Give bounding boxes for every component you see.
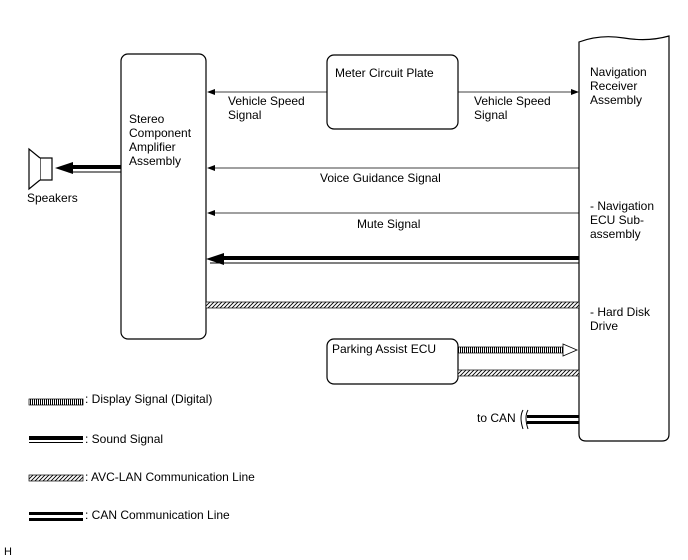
hard-disk-drive-label: - Hard Disk Drive (590, 305, 651, 333)
voice-guidance-arrow (207, 165, 215, 171)
speakers-label: Speakers (27, 191, 78, 205)
sound-signal-line (220, 256, 579, 260)
speed-signal-arrow-left (207, 89, 215, 95)
footer-code: H (4, 546, 12, 558)
speaker-sound-line (70, 165, 121, 169)
voice-guidance-label: Voice Guidance Signal (320, 171, 441, 185)
speaker-icon (28, 147, 53, 191)
legend-avc-symbol (28, 474, 84, 482)
legend-display-symbol (28, 398, 84, 406)
speed-signal-arrow-right (571, 89, 579, 95)
navigation-receiver-label: Navigation Receiver Assembly (590, 65, 647, 107)
can-line-lower (527, 421, 579, 424)
can-break-mark (520, 409, 529, 430)
speed-signal-label-right: Vehicle Speed Signal (474, 94, 551, 122)
speed-signal-label-left: Vehicle Speed Signal (228, 94, 305, 122)
parking-assist-ecu-box (326, 338, 459, 385)
navigation-ecu-label: - Navigation ECU Sub- assembly (590, 199, 655, 241)
legend-can-label: : CAN Communication Line (85, 508, 230, 522)
display-signal-line (457, 346, 564, 354)
avc-lan-line-top (205, 301, 580, 309)
legend-can-symbol-lower (29, 518, 83, 521)
to-can-label: to CAN (477, 411, 516, 425)
speaker-sound-arrow (55, 162, 73, 174)
mute-signal-arrow (207, 210, 215, 216)
display-signal-arrow (562, 343, 579, 357)
amplifier-label: Stereo Component Amplifier Assembly (129, 112, 192, 168)
legend-display-label: : Display Signal (Digital) (85, 392, 213, 406)
legend-sound-label: : Sound Signal (85, 432, 164, 446)
navigation-receiver-box (578, 35, 670, 442)
legend-can-symbol (29, 512, 83, 515)
meter-circuit-plate-label: Meter Circuit Plate (335, 66, 434, 80)
parking-assist-ecu-label: Parking Assist ECU (332, 342, 437, 356)
legend-avc-label: : AVC-LAN Communication Line (85, 470, 255, 484)
sound-signal-arrow (206, 253, 224, 265)
legend-sound-symbol (29, 436, 83, 440)
avc-lan-line-bottom (457, 369, 580, 377)
can-line (527, 415, 579, 418)
mute-signal-label: Mute Signal (357, 217, 421, 231)
amplifier-box (120, 53, 207, 340)
